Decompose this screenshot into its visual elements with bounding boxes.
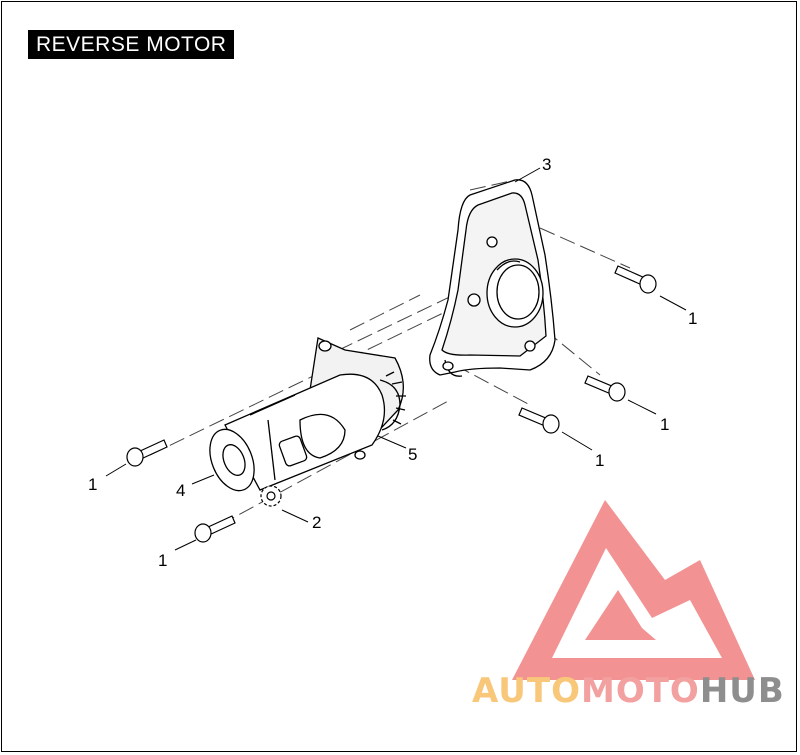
callouts: 3 1 1 1 5 1 4 2 1 [88,155,697,570]
callout-1-bracket-mid: 1 [660,415,669,434]
reverse-motor [209,337,406,492]
watermark-text: AUTOMOTOHUB [472,672,785,710]
callout-1-left-bottom: 1 [158,551,167,570]
callout-1-bracket-top: 1 [688,309,697,328]
bolt-3 [614,265,657,294]
alignment-lines [149,179,631,526]
callout-5: 5 [408,445,417,464]
watermark-hub: HUB [699,671,785,711]
bolt-2 [194,515,236,543]
watermark-logo [512,500,755,680]
callout-1-bracket-low: 1 [595,451,604,470]
callout-1-left-top: 1 [88,475,97,494]
page-title: REVERSE MOTOR [28,30,235,59]
watermark-auto: AUTO [472,671,581,711]
callout-2: 2 [312,513,321,532]
callout-4: 4 [176,481,185,500]
bolt-5 [518,407,560,434]
bolt-1 [126,439,168,467]
mounting-bracket [429,179,556,377]
leader-lines [105,167,687,551]
watermark-moto: MOTO [580,671,700,711]
callout-3: 3 [542,155,551,174]
bolt-4 [584,375,626,402]
lock-washer [260,485,282,507]
